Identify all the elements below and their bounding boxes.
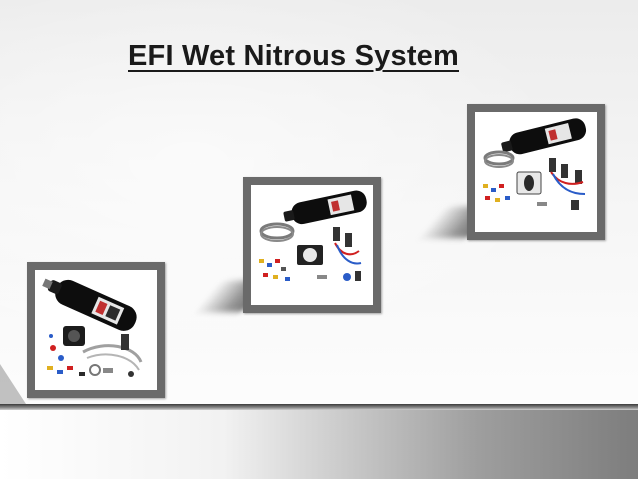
floor-edge <box>0 404 638 410</box>
nitrous-bottle-kit-image <box>42 278 143 377</box>
slide-title: EFI Wet Nitrous System <box>128 40 459 72</box>
photo-1-canvas <box>35 270 157 390</box>
nitrous-kit-photo-1 <box>27 262 165 398</box>
photo-3-canvas <box>475 112 597 232</box>
floor <box>0 410 638 479</box>
nitrous-bottle-kit-image <box>483 118 587 210</box>
frame-shadow-1 <box>0 364 26 404</box>
photo-2-canvas <box>251 185 373 305</box>
nitrous-kit-photo-3 <box>467 104 605 240</box>
nitrous-bottle-kit-image <box>259 190 367 281</box>
nitrous-kit-photo-2 <box>243 177 381 313</box>
